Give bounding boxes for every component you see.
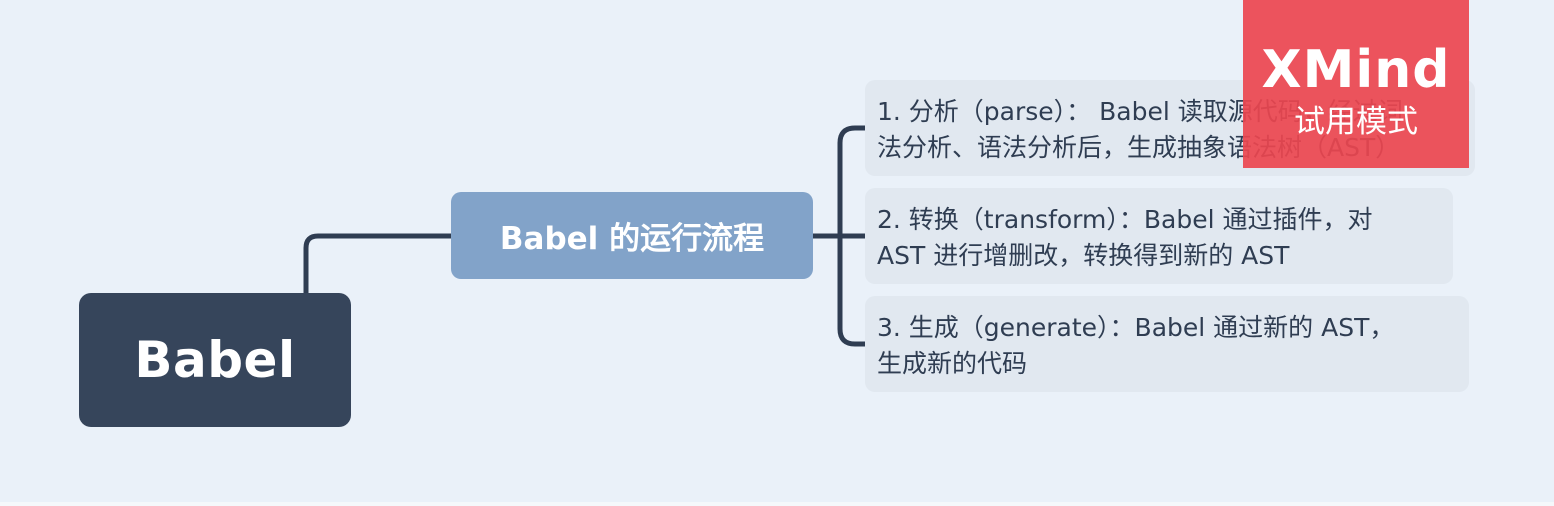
subtopic-3-connector [837, 233, 868, 347]
xmind-trial-watermark: XMind 试用模式 [1243, 0, 1469, 168]
subtopic-transform[interactable]: 2. 转换（transform）：Babel 通过插件，对 AST 进行增删改，… [865, 188, 1453, 284]
bottom-border [0, 502, 1554, 506]
root-topic-label: Babel [134, 331, 296, 389]
subtopic-1-connector [837, 125, 868, 239]
subtopic-label: 3. 生成（generate）：Babel 通过新的 AST， 生成新的代码 [877, 313, 1395, 378]
main-topic-label: Babel 的运行流程 [499, 221, 765, 257]
subtopic-generate[interactable]: 3. 生成（generate）：Babel 通过新的 AST， 生成新的代码 [865, 296, 1469, 392]
watermark-brand: XMind [1261, 40, 1451, 100]
main-topic[interactable]: Babel 的运行流程 [451, 192, 813, 279]
watermark-mode: 试用模式 [1294, 104, 1418, 140]
root-to-main-connector [303, 233, 454, 296]
root-topic[interactable]: Babel [79, 293, 351, 427]
subtopic-label: 2. 转换（transform）：Babel 通过插件，对 AST 进行增删改，… [877, 205, 1373, 270]
